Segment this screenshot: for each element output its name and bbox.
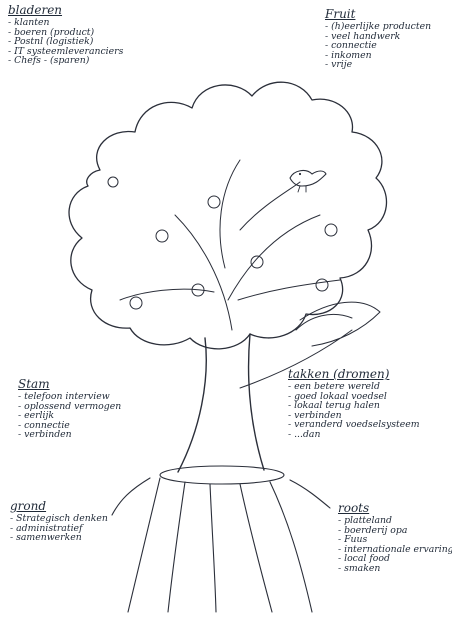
roots-item: - smaken xyxy=(338,564,452,573)
tree-roots xyxy=(112,478,330,612)
section-title-takken: takken (dromen) xyxy=(288,368,420,380)
bird-icon xyxy=(290,171,326,192)
takken-item: - ...dan xyxy=(288,430,420,439)
section-takken: takken (dromen) - een betere wereld - go… xyxy=(288,368,420,439)
section-title-bladeren: bladeren xyxy=(8,4,123,16)
section-grond: grond - Strategisch denken - administrat… xyxy=(10,500,108,543)
stam-item: - verbinden xyxy=(18,430,121,439)
ground-outline xyxy=(160,466,284,484)
grond-item: - samenwerken xyxy=(10,533,108,542)
section-stam: Stam - telefoon interview - oplossend ve… xyxy=(18,378,121,440)
section-title-roots: roots xyxy=(338,502,452,514)
section-title-grond: grond xyxy=(10,500,108,512)
bladeren-item: - Chefs - (sparen) xyxy=(8,56,123,65)
section-title-stam: Stam xyxy=(18,378,121,390)
section-title-fruit: Fruit xyxy=(325,8,431,20)
tree-trunk xyxy=(178,334,264,472)
fruit-item: - vrije xyxy=(325,60,431,69)
fruit-icons xyxy=(108,177,337,309)
section-bladeren: bladeren - klanten - boeren (product) - … xyxy=(8,4,123,66)
section-fruit: Fruit - (h)eerlijke producten - veel han… xyxy=(325,8,431,70)
section-roots: roots - platteland - boerderij opa - Fuu… xyxy=(338,502,452,573)
